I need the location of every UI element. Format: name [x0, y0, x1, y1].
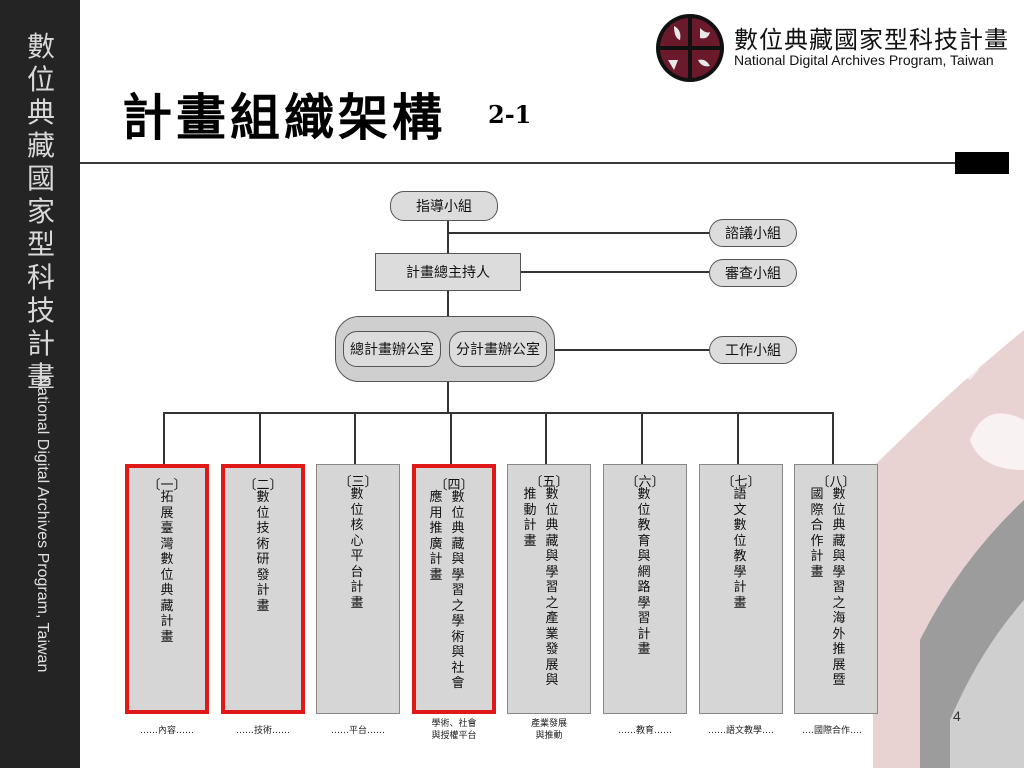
subproject-number: 〔一〕 — [147, 478, 187, 493]
logo-english-name: National Digital Archives Program, Taiwa… — [734, 52, 994, 68]
sidebar: 數位典藏國家型科技計畫 National Digital Archives Pr… — [0, 0, 80, 768]
subproject-box-2: 〔二〕 數位技術研發計畫 — [221, 464, 305, 714]
subproject-number: 〔四〕 — [434, 478, 474, 493]
connector-drop-5 — [545, 412, 547, 464]
subproject-title: 數位技術研發計畫 — [256, 490, 270, 614]
subproject-number: 〔七〕 — [721, 475, 761, 490]
subproject-title: 數位典藏與學習之學術與社會 — [451, 490, 465, 691]
subproject-box-3: 〔三〕 數位核心平台計畫 — [316, 464, 400, 714]
subproject-number: 〔三〕 — [338, 475, 378, 490]
connector-drop-7 — [737, 412, 739, 464]
subproject-title-cont: 推動計畫 — [523, 487, 537, 549]
subproject-box-5: 〔五〕 數位典藏與學習之產業發展與 推動計畫 — [507, 464, 591, 714]
category-label-5: 產業發展 與推動 — [530, 719, 567, 741]
category-label-3: ‥‥‥平台‥‥‥ — [330, 726, 386, 736]
sidebar-english-title: National Digital Archives Program, Taiwa… — [34, 375, 51, 673]
sidebar-chinese-title: 數位典藏國家型科技計畫 — [26, 30, 55, 393]
title-divider — [80, 162, 956, 164]
connector-drop-8 — [832, 412, 834, 464]
main-office-box: 總計畫辦公室 — [343, 331, 441, 367]
connector-horizontal-bus — [163, 412, 833, 414]
connector-review — [519, 271, 710, 273]
advisory-group-box: 諮議小組 — [709, 219, 797, 247]
connector-vertical-trunk — [447, 218, 449, 412]
subproject-box-6: 〔六〕 數位教育與網路學習計畫 — [603, 464, 687, 714]
category-label-7: ‥‥‥語文教學‥‥ — [707, 726, 774, 736]
subproject-number: 〔六〕 — [625, 475, 665, 490]
connector-drop-3 — [354, 412, 356, 464]
connector-drop-2 — [259, 412, 261, 464]
category-label-8: ‥‥國際合作‥‥ — [801, 726, 862, 736]
page-title-suffix: 2-1 — [488, 100, 532, 129]
title-divider-block — [955, 152, 1009, 174]
page-title: 計畫組織架構 — [122, 88, 446, 147]
subproject-box-1: 〔一〕 拓展臺灣數位典藏計畫 — [125, 464, 209, 714]
org-chart: 指導小組 諮議小組 計畫總主持人 審查小組 總計畫辦公室 分計畫辦公室 工作小組… — [123, 188, 878, 768]
subproject-title: 數位教育與網路學習計畫 — [637, 487, 651, 657]
background-art — [870, 330, 1024, 768]
subproject-box-4: 〔四〕 數位典藏與學習之學術與社會 應用推廣計畫 — [412, 464, 496, 714]
connector-advisory — [448, 232, 710, 234]
category-label-1: ‥‥‥內容‥‥‥ — [139, 726, 195, 736]
subproject-number: 〔二〕 — [243, 478, 283, 493]
review-group-box: 審查小組 — [709, 259, 797, 287]
category-label-6: ‥‥‥教育‥‥‥ — [617, 726, 673, 736]
subproject-title: 數位典藏與學習之海外推展暨 — [832, 487, 846, 688]
logo-chinese-name: 數位典藏國家型科技計畫 — [734, 26, 1009, 54]
category-label-2: ‥‥‥技術‥‥‥ — [235, 726, 291, 736]
category-label-4: 學術、社會 與授權平台 — [431, 719, 477, 741]
page-number: 4 — [953, 708, 961, 724]
connector-working — [553, 349, 710, 351]
connector-drop-6 — [641, 412, 643, 464]
subproject-title: 拓展臺灣數位典藏計畫 — [160, 490, 174, 645]
subproject-number: 〔五〕 — [529, 475, 569, 490]
branch-office-box: 分計畫辦公室 — [449, 331, 547, 367]
program-logo-icon — [656, 14, 724, 82]
subproject-title-cont: 國際合作計畫 — [810, 487, 824, 580]
working-group-box: 工作小組 — [709, 336, 797, 364]
connector-drop-4 — [450, 412, 452, 464]
subproject-title: 數位核心平台計畫 — [350, 487, 364, 611]
subproject-box-8: 〔八〕 數位典藏與學習之海外推展暨 國際合作計畫 — [794, 464, 878, 714]
connector-drop-1 — [163, 412, 165, 464]
subproject-title: 數位典藏與學習之產業發展與 — [545, 487, 559, 688]
subproject-title-cont: 應用推廣計畫 — [429, 490, 443, 583]
subproject-title: 語文數位教學計畫 — [733, 487, 747, 611]
subproject-number: 〔八〕 — [816, 475, 856, 490]
steering-group-box: 指導小組 — [390, 191, 498, 221]
principal-investigator-box: 計畫總主持人 — [375, 253, 521, 291]
subproject-box-7: 〔七〕 語文數位教學計畫 — [699, 464, 783, 714]
